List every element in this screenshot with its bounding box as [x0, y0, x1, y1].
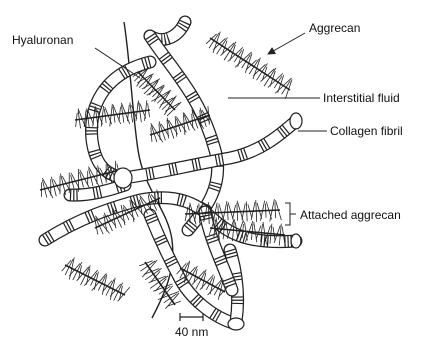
scale-bar	[180, 313, 203, 321]
attached-aggrecan-bracket	[285, 203, 296, 225]
scale-bar-label: 40 nm	[175, 325, 208, 339]
fibril-end-cap	[291, 234, 301, 248]
attached-aggrecan-label: Attached aggrecan	[300, 208, 401, 222]
aggrecan-molecule	[206, 32, 292, 99]
collagen-fibrils	[45, 22, 296, 324]
aggrecan-arrow	[268, 33, 305, 54]
aggrecan-label: Aggrecan	[309, 21, 360, 35]
aggrecan-molecule	[62, 257, 130, 301]
aggrecan-molecule	[150, 106, 210, 142]
fibril-end-cap	[114, 168, 132, 188]
hyaluronan-label: Hyaluronan	[12, 33, 73, 47]
fibril-end-cap	[290, 113, 302, 129]
fibril-end-cap	[228, 318, 244, 330]
collagen-fibril-label: Collagen fibril	[330, 124, 403, 138]
interstitial-fluid-label: Interstitial fluid	[323, 91, 400, 105]
